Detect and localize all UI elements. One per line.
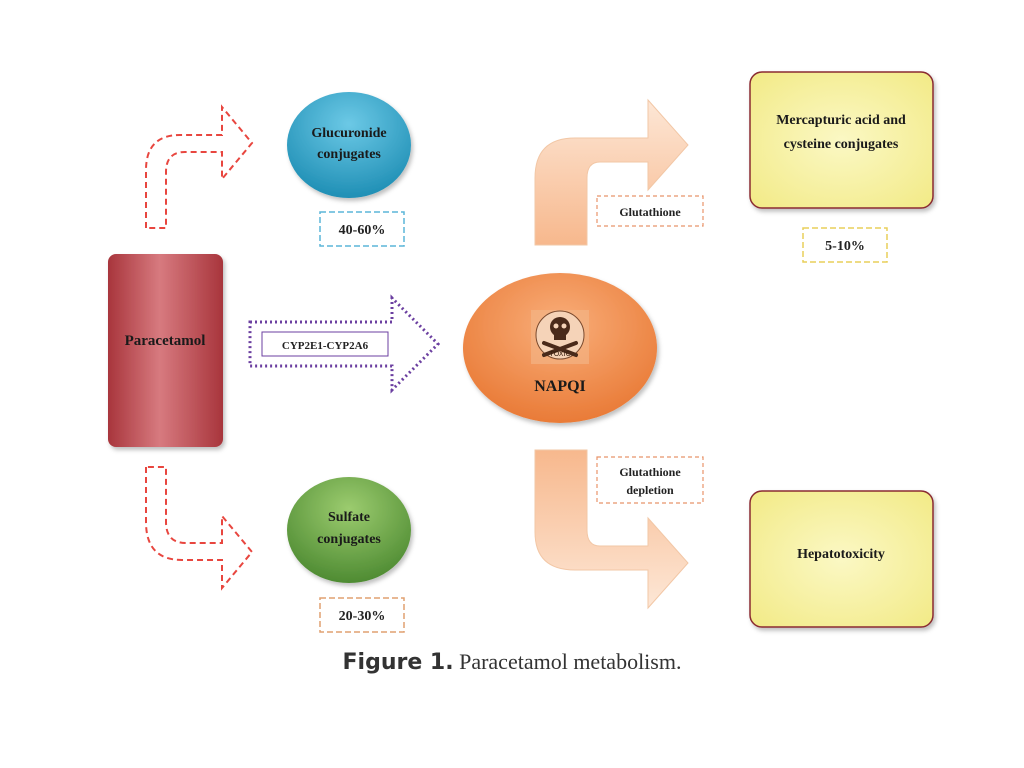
hepatotoxicity-node: Hepatotoxicity (749, 490, 934, 628)
paracetamol-label: Paracetamol (125, 333, 206, 349)
napqi-label: NAPQI (534, 378, 586, 395)
figure-label: Figure 1. (342, 650, 454, 675)
figure-caption: Figure 1. Paracetamol metabolism. (0, 649, 1024, 675)
mercapturic-label-1: Mercapturic acid and (776, 113, 906, 128)
sulfate-label-1: Sulfate (328, 510, 370, 525)
glutathione-box: Glutathione (596, 195, 704, 227)
arrow-to-sulfate (145, 466, 254, 591)
glucuronide-percent-box: 40-60% (319, 211, 405, 247)
skull-crossbones-icon: TOXIC (531, 310, 589, 364)
glucuronide-percent: 40-60% (339, 223, 386, 238)
mercapturic-percent: 5-10% (825, 239, 865, 254)
sulfate-percent: 20-30% (339, 609, 386, 624)
glucuronide-label-2: conjugates (317, 147, 381, 162)
glucuronide-label-1: Glucuronide (311, 126, 386, 141)
sulfate-node: Sulfate conjugates (287, 477, 411, 583)
arrow-to-glucuronide (145, 104, 254, 229)
mercapturic-percent-box: 5-10% (802, 227, 888, 263)
hepatotoxicity-label: Hepatotoxicity (797, 547, 885, 562)
glutathione-depletion-box: Glutathione depletion (596, 456, 704, 504)
toxic-label: TOXIC (548, 350, 570, 358)
cyp-enzyme-box: CYP2E1-CYP2A6 (261, 331, 389, 357)
figure-title: Paracetamol metabolism. (459, 649, 682, 674)
sulfate-percent-box: 20-30% (319, 597, 405, 633)
glutathione-depletion-label-2: depletion (626, 483, 674, 497)
cyp-enzyme-label: CYP2E1-CYP2A6 (282, 340, 369, 352)
paracetamol-node: Paracetamol (108, 254, 223, 447)
mercapturic-label-2: cysteine conjugates (784, 137, 899, 152)
glucuronide-node: Glucuronide conjugates (287, 92, 411, 198)
mercapturic-node: Mercapturic acid and cysteine conjugates (749, 71, 934, 209)
arrow-to-hepatotoxicity (534, 449, 689, 610)
sulfate-label-2: conjugates (317, 532, 381, 547)
glutathione-depletion-label-1: Glutathione (619, 465, 681, 479)
napqi-node: TOXIC NAPQI (463, 273, 657, 423)
arrow-to-mercapturic (534, 98, 689, 246)
glutathione-label: Glutathione (619, 205, 681, 219)
